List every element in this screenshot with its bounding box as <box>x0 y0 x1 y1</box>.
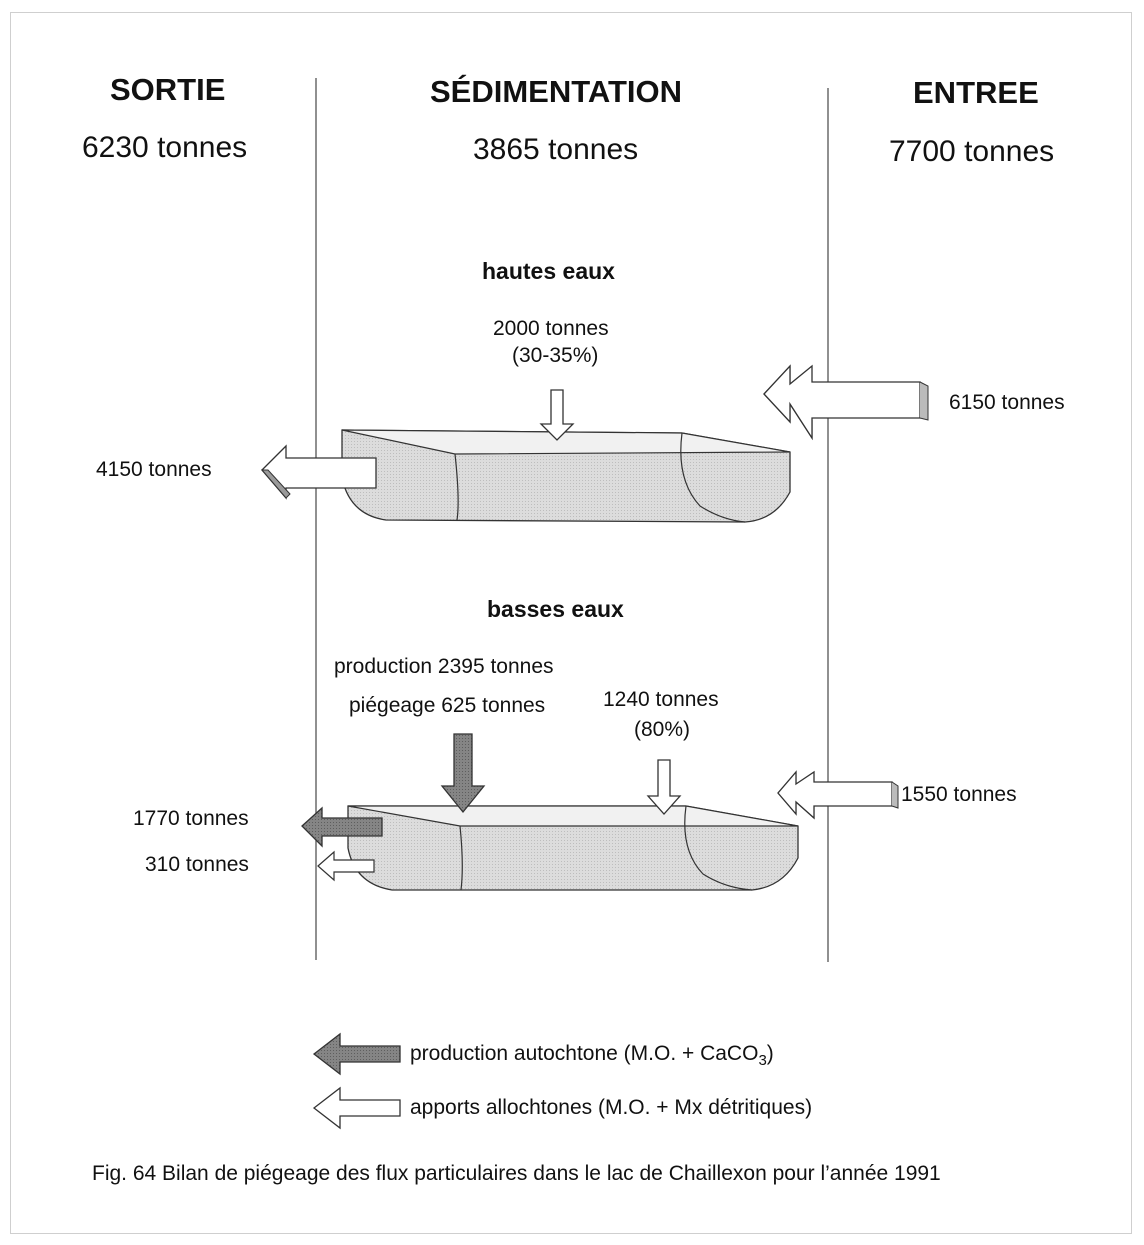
basses-inflow-label: 1550 tonnes <box>901 783 1017 807</box>
section-title-hautes-eaux: hautes eaux <box>482 258 615 285</box>
column-title-sedimentation: SÉDIMENTATION <box>430 74 682 110</box>
hautes-outflow-label: 4150 tonnes <box>96 458 212 482</box>
figure-caption: Fig. 64 Bilan de piégeage des flux parti… <box>92 1162 941 1186</box>
hautes-input-percent: (30-35%) <box>512 344 598 368</box>
column-total-sedimentation: 3865 tonnes <box>473 133 638 167</box>
legend-production-label: production autochtone (M.O. + CaCO3) <box>410 1042 774 1069</box>
basses-piegeage-label: piégeage 625 tonnes <box>349 694 545 718</box>
basses-outflow-production-label: 1770 tonnes <box>133 807 249 831</box>
legend-production-arrow-icon <box>314 1034 400 1074</box>
legend-allochthonous-label: apports allochtones (M.O. + Mx détritiqu… <box>410 1096 812 1120</box>
lake-hautes-eaux <box>342 430 790 522</box>
basses-input-percent: (80%) <box>634 718 690 742</box>
basses-outflow-allochthonous-label: 310 tonnes <box>145 853 249 877</box>
section-title-basses-eaux: basses eaux <box>487 596 624 623</box>
legend-production-text: production autochtone (M.O. + CaCO <box>410 1042 758 1065</box>
column-title-sortie: SORTIE <box>110 72 225 108</box>
basses-production-label: production 2395 tonnes <box>334 655 554 679</box>
arrow-inflow-hautes-icon <box>764 366 928 438</box>
arrow-down-production-icon <box>442 734 484 812</box>
legend-production-subscript: 3 <box>758 1052 766 1069</box>
basses-input-value: 1240 tonnes <box>603 688 719 712</box>
column-total-entree: 7700 tonnes <box>889 135 1054 169</box>
hautes-inflow-label: 6150 tonnes <box>949 391 1065 415</box>
lake-basses-eaux <box>348 806 798 890</box>
hautes-input-value: 2000 tonnes <box>493 317 609 341</box>
column-total-sortie: 6230 tonnes <box>82 131 247 165</box>
arrow-inflow-basses-icon <box>778 772 898 818</box>
column-title-entree: ENTREE <box>913 75 1039 111</box>
legend-allochthonous-arrow-icon <box>314 1088 400 1128</box>
legend-production-suffix: ) <box>767 1042 774 1065</box>
